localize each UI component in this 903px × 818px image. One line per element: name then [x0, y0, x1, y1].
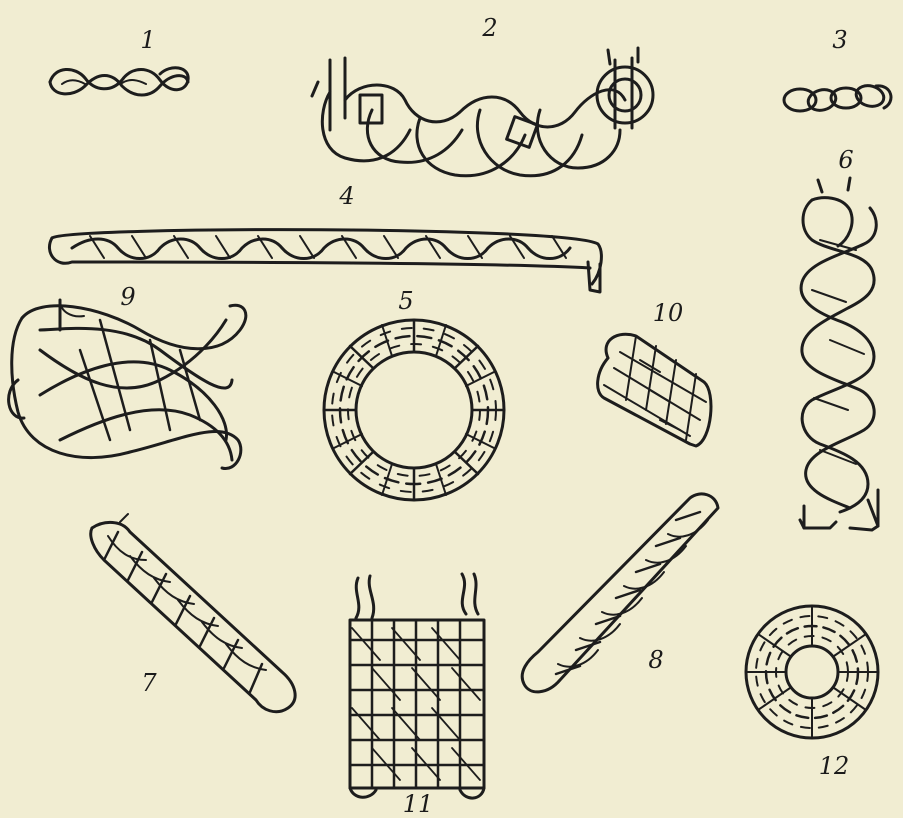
- figure-9-drawing: [9, 300, 246, 469]
- figure-label-9: 9: [120, 285, 135, 309]
- figure-5-drawing: [324, 320, 504, 500]
- figure-6-drawing: [800, 178, 878, 530]
- figure-3-drawing: [784, 83, 891, 114]
- figure-label-8: 8: [648, 648, 663, 672]
- figure-label-11: 11: [403, 792, 434, 816]
- figure-12-drawing: [746, 606, 878, 738]
- figure-label-3: 3: [832, 28, 847, 52]
- figure-label-12: 12: [819, 754, 850, 778]
- figure-label-1: 1: [140, 28, 155, 52]
- figure-8-drawing: [522, 494, 718, 692]
- figure-1-drawing: [50, 68, 188, 95]
- figure-label-5: 5: [398, 289, 413, 313]
- figure-label-6: 6: [838, 148, 853, 172]
- figure-7-drawing: [91, 514, 295, 712]
- figure-11-drawing: [350, 574, 484, 798]
- figure-label-2: 2: [482, 16, 497, 40]
- figure-label-4: 4: [339, 184, 354, 208]
- figure-10-drawing: [598, 334, 711, 446]
- figure-label-10: 10: [653, 301, 684, 325]
- figure-2-drawing: [312, 48, 653, 176]
- figure-label-7: 7: [141, 671, 156, 695]
